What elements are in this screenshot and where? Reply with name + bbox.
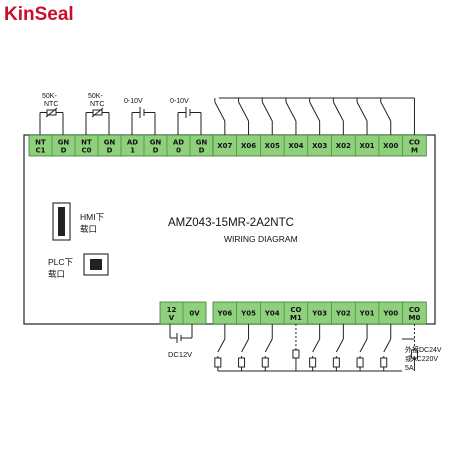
input-terminal-6-line0: X01 — [359, 142, 374, 150]
output-terminal-5-line0: Y02 — [335, 310, 351, 318]
ntc1-label-line1: 50K- — [42, 93, 57, 100]
output-terminal-8-line1: M0 — [409, 314, 421, 322]
supply-label-line2: 或AC220V — [405, 354, 438, 363]
ntc1-resistor-symbol — [39, 107, 64, 135]
ad1-voltage-source-symbol — [131, 107, 156, 135]
analog-terminal-1-line0: GN — [58, 139, 70, 147]
analog-terminal-7-line1: D — [199, 147, 205, 155]
output-terminal-3-line1: M1 — [290, 314, 302, 322]
output-terminal-1-line0: Y05 — [240, 310, 256, 318]
ntc0-resistor-symbol — [85, 107, 110, 135]
analog-terminal-3-line1: D — [107, 147, 113, 155]
input-terminal-4-line0: X03 — [312, 142, 327, 150]
input-terminal-7-line0: X00 — [383, 142, 398, 150]
ad0-voltage-source-symbol — [177, 107, 202, 135]
dc12v-source-symbol — [169, 324, 193, 343]
output-terminal-8-line0: CO — [409, 306, 420, 314]
analog-terminal-3-line0: GN — [104, 139, 116, 147]
input-switch-5 — [332, 101, 344, 122]
output-contact-1 — [241, 338, 249, 353]
power-terminal-1-line0: 0V — [189, 310, 200, 318]
model-number: AMZ043-15MR-2A2NTC — [168, 217, 294, 229]
bottom-power-terminal-block: 12V 0V — [159, 301, 207, 325]
plc-port-icon — [83, 253, 109, 276]
input-switch-2 — [261, 101, 273, 122]
output-load-2 — [261, 357, 269, 368]
input-switch-network — [214, 97, 415, 135]
ad1-range-label: 0-10V — [124, 98, 143, 105]
output-contact-0 — [217, 338, 226, 353]
ntc0-label-line2: NTC — [90, 101, 104, 108]
com-fuse-3 — [292, 349, 300, 359]
input-terminal-1-line0: X06 — [241, 142, 256, 150]
analog-terminal-4-line0: AD — [127, 139, 138, 147]
ntc1-label-line2: NTC — [44, 101, 58, 108]
plc-port-label-line1: PLC下 — [48, 257, 74, 267]
input-switch-7 — [380, 101, 392, 122]
ad0-range-label: 0-10V — [170, 98, 189, 105]
dc12v-label: DC12V — [168, 350, 192, 359]
analog-terminal-2-line1: C0 — [81, 147, 91, 155]
hmi-port-icon — [52, 202, 71, 241]
input-terminal-2-line0: X05 — [265, 142, 280, 150]
output-terminal-6-line0: Y01 — [359, 310, 375, 318]
input-switch-3 — [285, 101, 297, 122]
hmi-port-label-line1: HMI下 — [80, 212, 105, 222]
output-load-7 — [380, 357, 388, 368]
analog-terminal-0-line1: C1 — [35, 147, 45, 155]
input-terminal-5-line0: X02 — [336, 142, 351, 150]
output-contact-5 — [335, 338, 344, 353]
analog-terminal-1-line1: D — [61, 147, 67, 155]
input-switch-6 — [356, 101, 368, 122]
analog-terminal-0-line0: NT — [35, 139, 46, 147]
analog-terminal-6-line1: 0 — [176, 147, 181, 155]
supply-label-line3: 5A — [405, 365, 414, 372]
output-load-network — [214, 324, 418, 372]
ntc0-label-line1: 50K- — [88, 93, 103, 100]
plc-board — [23, 134, 436, 325]
input-switch-0 — [214, 101, 226, 122]
output-contact-7 — [383, 338, 392, 353]
analog-terminal-6-line0: AD — [173, 139, 184, 147]
top-input-terminal-block: X07 X06 X05 X04 X03 X02 X01 X00 COM — [212, 134, 427, 157]
input-terminal-0-line0: X07 — [217, 142, 232, 150]
output-contact-2 — [264, 338, 273, 353]
output-load-5 — [332, 357, 340, 368]
analog-terminal-2-line0: NT — [81, 139, 92, 147]
input-switch-1 — [238, 101, 249, 122]
input-terminal-8-line0: CO — [409, 139, 420, 147]
output-terminal-3-line0: CO — [290, 306, 301, 314]
output-load-6 — [356, 357, 364, 368]
wiring-diagram-title: WIRING DIAGRAM — [224, 234, 298, 244]
analog-terminal-5-line0: GN — [150, 139, 162, 147]
output-terminal-7-line0: Y00 — [382, 310, 398, 318]
output-load-4 — [309, 357, 317, 368]
output-load-0 — [214, 357, 222, 368]
output-contact-6 — [359, 338, 368, 353]
analog-terminal-4-line1: 1 — [130, 147, 135, 155]
supply-label-line1: 外接DC24V — [405, 345, 442, 354]
hmi-port-label-line2: 载口 — [80, 224, 97, 234]
output-load-1 — [238, 357, 246, 368]
power-terminal-0-line0: 12 — [167, 306, 177, 314]
input-switch-4 — [309, 101, 321, 122]
input-terminal-8-line1: M — [411, 147, 418, 155]
output-contact-4 — [312, 338, 321, 353]
brand-logo: KinSeal — [4, 4, 74, 25]
output-terminal-0-line0: Y06 — [216, 310, 232, 318]
output-terminal-2-line0: Y04 — [264, 310, 280, 318]
output-terminal-4-line0: Y03 — [311, 310, 327, 318]
power-terminal-0-line1: V — [169, 314, 175, 322]
input-terminal-3-line0: X04 — [288, 142, 303, 150]
analog-terminal-7-line0: GN — [196, 139, 208, 147]
analog-terminal-5-line1: D — [153, 147, 159, 155]
plc-port-label-line2: 载口 — [48, 269, 65, 279]
